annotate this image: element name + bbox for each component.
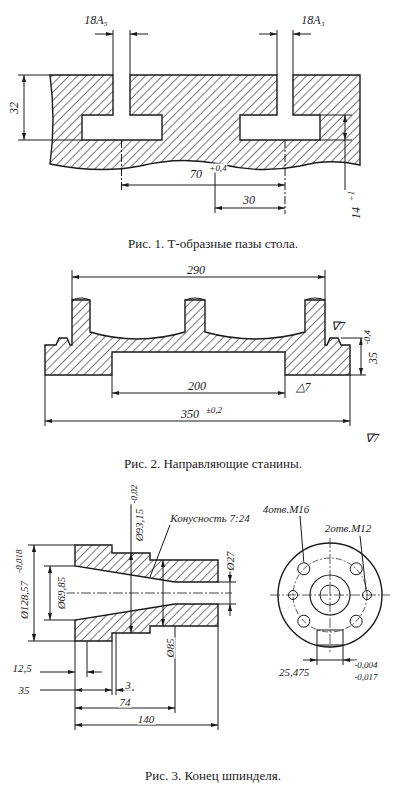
caption: Рис. 2. Направляющие станины. xyxy=(123,457,303,470)
dimension-label: 35 xyxy=(367,351,379,365)
dimension-label: Ø85 xyxy=(165,638,176,659)
dimension-label: 12,5 xyxy=(11,663,32,674)
tolerance-label: -0,017 xyxy=(353,673,378,682)
dimension-label: Ø69,85 xyxy=(56,576,67,611)
dimension-label: Ø27 xyxy=(225,551,236,572)
tolerance-label: -0,4 xyxy=(363,329,372,345)
dimension-label: 140 xyxy=(137,714,156,725)
tolerance-label: -0,02 xyxy=(130,484,139,505)
note-label: 2отв.M12 xyxy=(324,523,373,534)
note-label: 4отв.M16 xyxy=(262,504,311,515)
dimension-label: 18A₅ xyxy=(83,14,109,26)
dimension-label: 200 xyxy=(187,380,207,392)
dimension-label: 70 xyxy=(189,168,203,180)
tolerance-label: +0,4 xyxy=(208,164,227,173)
surface-finish-mark: △7 xyxy=(295,381,312,393)
dimension-label: 32 xyxy=(8,101,20,115)
dimension-label: 30 xyxy=(242,194,256,206)
dimension-label: 350 xyxy=(180,408,200,420)
surface-finish-mark: ∇7 xyxy=(364,432,380,444)
dimension-label: 14 xyxy=(350,206,362,220)
tolerance-label: ±0,2 xyxy=(205,406,223,415)
dimension-label: Ø128,57 xyxy=(19,580,30,620)
caption: Рис. 1. Т-образные пазы стола. xyxy=(127,237,299,250)
dimension-label: Ø93,15 xyxy=(134,508,145,543)
dimension-label: 25,475 xyxy=(278,667,310,678)
dimension-label: 74 xyxy=(119,697,132,708)
tolerance-label: +1 xyxy=(347,190,356,203)
tolerance-label: -0,004 xyxy=(353,661,378,670)
note-label: Конусность 7:24 xyxy=(169,513,250,524)
tolerance-label: -0,018 xyxy=(15,548,24,573)
surface-finish-mark: ∇7 xyxy=(330,320,346,332)
dimension-label: 3 xyxy=(124,680,132,691)
dimension-label: 35 xyxy=(18,685,31,696)
dimension-label: 290 xyxy=(186,264,206,276)
caption: Рис. 3. Конец шпинделя. xyxy=(144,769,282,782)
dimension-label: 18A₃ xyxy=(300,14,326,26)
